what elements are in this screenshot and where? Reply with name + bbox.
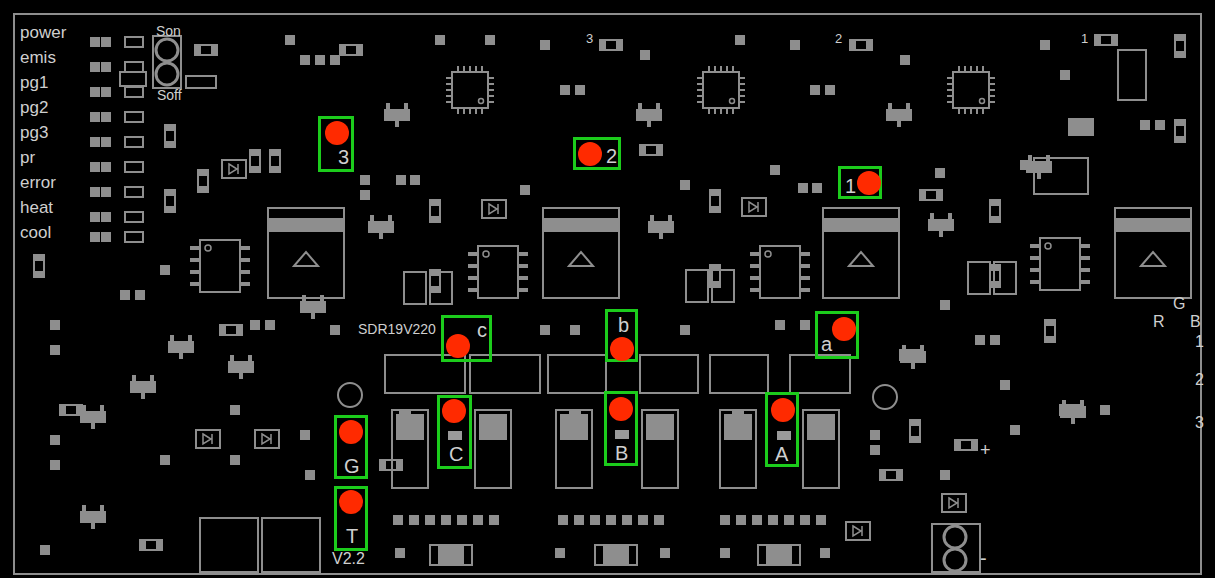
test-point-label: 2	[606, 146, 617, 166]
test-point-box: c	[441, 315, 492, 362]
led-label: pg3	[20, 124, 48, 141]
test-point-label: G	[344, 456, 360, 476]
test-point-dot	[771, 398, 795, 422]
silkscreen-label: B	[1190, 314, 1201, 330]
test-point-dot	[339, 490, 363, 514]
led-label: heat	[20, 199, 53, 216]
test-point-box: 3	[318, 116, 354, 172]
test-point-dot	[610, 337, 634, 361]
test-point-label: T	[346, 526, 358, 546]
test-point-label: 3	[338, 147, 349, 167]
test-point-label: 1	[845, 176, 856, 196]
silkscreen-label: 3	[1195, 415, 1204, 431]
silkscreen-label: 2	[835, 32, 842, 45]
led-label: pg1	[20, 74, 48, 91]
pad-symbol	[448, 431, 462, 440]
pad-symbol	[615, 430, 629, 439]
silkscreen-label: G	[1173, 296, 1185, 312]
silkscreen-label: SDR19V220	[358, 322, 436, 336]
led-label: emis	[20, 49, 56, 66]
test-point-box: T	[334, 486, 368, 551]
test-point-box: 2	[573, 137, 621, 170]
led-label: pr	[20, 149, 35, 166]
silkscreen-label: Son	[156, 24, 181, 38]
test-point-label: a	[821, 334, 832, 354]
test-point-dot	[339, 420, 363, 444]
silkscreen-label: R	[1153, 314, 1165, 330]
led-label: error	[20, 174, 56, 191]
test-point-box: B	[604, 391, 638, 466]
test-point-box: A	[765, 392, 799, 467]
test-point-dot	[446, 334, 470, 358]
test-point-dot	[857, 171, 881, 195]
pad-symbol	[777, 431, 791, 440]
test-point-dot	[832, 317, 856, 341]
test-point-box: G	[334, 415, 368, 479]
silkscreen-label: Soff	[157, 88, 182, 102]
test-point-box: C	[437, 395, 472, 469]
test-point-label: B	[615, 443, 628, 463]
test-point-label: c	[477, 320, 487, 340]
led-label: power	[20, 24, 66, 41]
silkscreen-label: 2	[1195, 372, 1204, 388]
silkscreen-label: +	[980, 441, 991, 459]
test-point-box: a	[815, 311, 859, 359]
test-point-dot	[442, 399, 466, 423]
led-label: pg2	[20, 99, 48, 116]
test-point-dot	[578, 142, 602, 166]
test-point-label: b	[618, 315, 629, 335]
silkscreen-label: -	[980, 548, 987, 568]
silkscreen-label: 1	[1081, 32, 1088, 45]
test-point-label: A	[775, 444, 788, 464]
silkscreen-label: 3	[586, 32, 593, 45]
test-point-box: 1	[838, 166, 882, 199]
test-point-dot	[609, 397, 633, 421]
test-point-dot	[325, 121, 349, 145]
test-point-box: b	[605, 309, 638, 362]
silkscreen-label: V2.2	[332, 551, 365, 567]
test-point-label: C	[449, 444, 463, 464]
led-label: cool	[20, 224, 51, 241]
silkscreen-label: 1	[1195, 334, 1204, 350]
